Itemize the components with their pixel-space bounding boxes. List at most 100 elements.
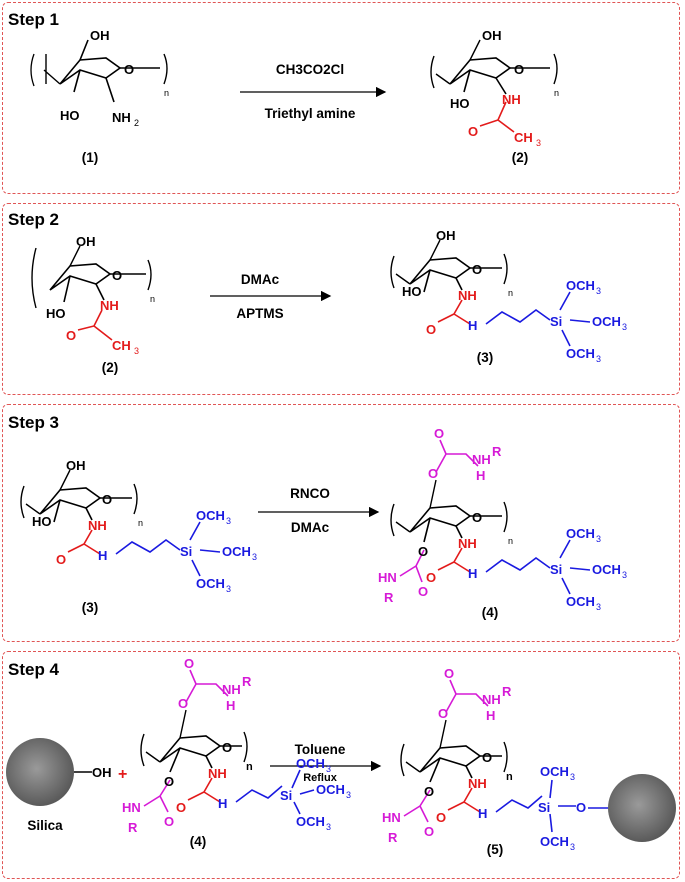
svg-text:NH: NH xyxy=(208,766,227,781)
oh-group: OH xyxy=(90,28,110,43)
svg-text:OCH: OCH xyxy=(592,562,621,577)
svg-text:H: H xyxy=(468,318,477,333)
step2-reagent-top: DMAc xyxy=(240,272,280,287)
svg-text:NH: NH xyxy=(472,452,491,467)
svg-text:H: H xyxy=(218,796,227,811)
svg-text:NH: NH xyxy=(88,518,107,533)
svg-text:O: O xyxy=(102,492,112,507)
svg-text:n: n xyxy=(246,761,253,773)
label-2b: (2) xyxy=(101,360,119,375)
silica-label: Silica xyxy=(27,818,63,833)
nh2-group: NH xyxy=(112,110,131,125)
svg-text:3: 3 xyxy=(536,138,541,148)
svg-text:O: O xyxy=(426,322,436,337)
svg-text:O: O xyxy=(164,814,174,829)
svg-text:OCH: OCH xyxy=(296,756,325,771)
compound-3-step3: OH O HO NH O H Si OCH 3 OCH 3 OCH 3 n xyxy=(20,458,257,594)
svg-text:O: O xyxy=(66,328,76,343)
svg-text:OH: OH xyxy=(92,765,112,780)
svg-text:O: O xyxy=(176,800,186,815)
svg-text:OCH: OCH xyxy=(592,314,621,329)
svg-text:3: 3 xyxy=(570,772,575,782)
svg-text:3: 3 xyxy=(252,552,257,562)
svg-text:3: 3 xyxy=(326,764,331,774)
svg-text:O: O xyxy=(436,810,446,825)
svg-text:CH: CH xyxy=(112,338,131,353)
svg-text:OCH: OCH xyxy=(296,814,325,829)
svg-text:R: R xyxy=(242,674,252,689)
svg-text:3: 3 xyxy=(596,286,601,296)
svg-text:H: H xyxy=(476,468,485,483)
compound-1: OH O HO NH 2 n xyxy=(30,28,169,128)
svg-text:OH: OH xyxy=(66,458,86,473)
svg-text:2: 2 xyxy=(134,118,139,128)
svg-text:H: H xyxy=(468,566,477,581)
step3-panel xyxy=(2,404,680,642)
svg-text:O: O xyxy=(424,784,434,799)
svg-text:O: O xyxy=(468,124,478,139)
svg-text:O: O xyxy=(472,510,482,525)
ho-group: HO xyxy=(60,108,80,123)
svg-text:OH: OH xyxy=(482,28,502,43)
label-3a: (3) xyxy=(476,350,494,365)
step2-panel xyxy=(2,203,680,395)
svg-text:n: n xyxy=(508,288,513,298)
svg-text:3: 3 xyxy=(570,842,575,852)
label-4b: (4) xyxy=(189,834,207,849)
svg-text:Si: Si xyxy=(538,800,550,815)
step2-title: Step 2 xyxy=(8,210,60,229)
step3-reagent-top: RNCO xyxy=(290,486,330,501)
svg-text:R: R xyxy=(502,684,512,699)
svg-text:Si: Si xyxy=(550,314,562,329)
label-3b: (3) xyxy=(81,600,99,615)
svg-text:OCH: OCH xyxy=(196,508,225,523)
svg-text:H: H xyxy=(486,708,495,723)
svg-text:OCH: OCH xyxy=(540,764,569,779)
label-1: (1) xyxy=(81,150,99,165)
svg-text:n: n xyxy=(554,88,559,98)
svg-text:NH: NH xyxy=(482,692,501,707)
step1-reagent-top: CH3CO2Cl xyxy=(275,62,345,77)
svg-text:O: O xyxy=(426,570,436,585)
svg-text:Si: Si xyxy=(180,544,192,559)
svg-text:HN: HN xyxy=(382,810,401,825)
svg-text:Si: Si xyxy=(280,788,292,803)
compound-5: O O NH R H O O O HN R NH O H Si OCH 3 O … xyxy=(382,666,676,852)
svg-text:n: n xyxy=(150,294,155,304)
step4-title: Step 4 xyxy=(8,660,60,679)
svg-text:3: 3 xyxy=(596,534,601,544)
compound-4-step4: O O NH R H O O O HN R NH O H Si OCH 3 OC… xyxy=(122,656,351,835)
silica-particle: OH + xyxy=(6,738,127,806)
svg-text:3: 3 xyxy=(326,822,331,832)
svg-text:3: 3 xyxy=(622,322,627,332)
svg-text:HO: HO xyxy=(46,306,66,321)
svg-text:NH: NH xyxy=(458,288,477,303)
svg-text:NH: NH xyxy=(502,92,521,107)
svg-text:n: n xyxy=(164,88,169,98)
svg-text:Si: Si xyxy=(550,562,562,577)
step4-panel xyxy=(2,651,680,879)
compound-3-step2: OH O HO NH O H Si OCH 3 OCH 3 OCH 3 n xyxy=(390,228,627,364)
svg-text:n: n xyxy=(508,536,513,546)
step3-reagent-bottom: DMAc xyxy=(290,520,330,535)
label-2a: (2) xyxy=(511,150,529,165)
svg-text:OH: OH xyxy=(76,234,96,249)
svg-text:O: O xyxy=(222,740,232,755)
svg-text:OCH: OCH xyxy=(540,834,569,849)
svg-text:OCH: OCH xyxy=(566,594,595,609)
svg-text:R: R xyxy=(128,820,138,835)
compound-2-step2: OH O HO NH O CH 3 n xyxy=(31,234,155,356)
svg-text:OCH: OCH xyxy=(566,346,595,361)
svg-text:H: H xyxy=(226,698,235,713)
svg-text:O: O xyxy=(482,750,492,765)
compound-4-step3: O O NH R H O O O HN R NH O H Si OCH 3 OC… xyxy=(378,426,627,612)
svg-text:O: O xyxy=(514,62,524,77)
svg-text:CH: CH xyxy=(514,130,533,145)
step4-reagent-bottom: Reflux xyxy=(303,772,337,784)
step1-title: Step 1 xyxy=(8,10,60,29)
svg-text:NH: NH xyxy=(222,682,241,697)
svg-text:OCH: OCH xyxy=(316,782,345,797)
svg-text:3: 3 xyxy=(622,570,627,580)
svg-text:NH: NH xyxy=(468,776,487,791)
